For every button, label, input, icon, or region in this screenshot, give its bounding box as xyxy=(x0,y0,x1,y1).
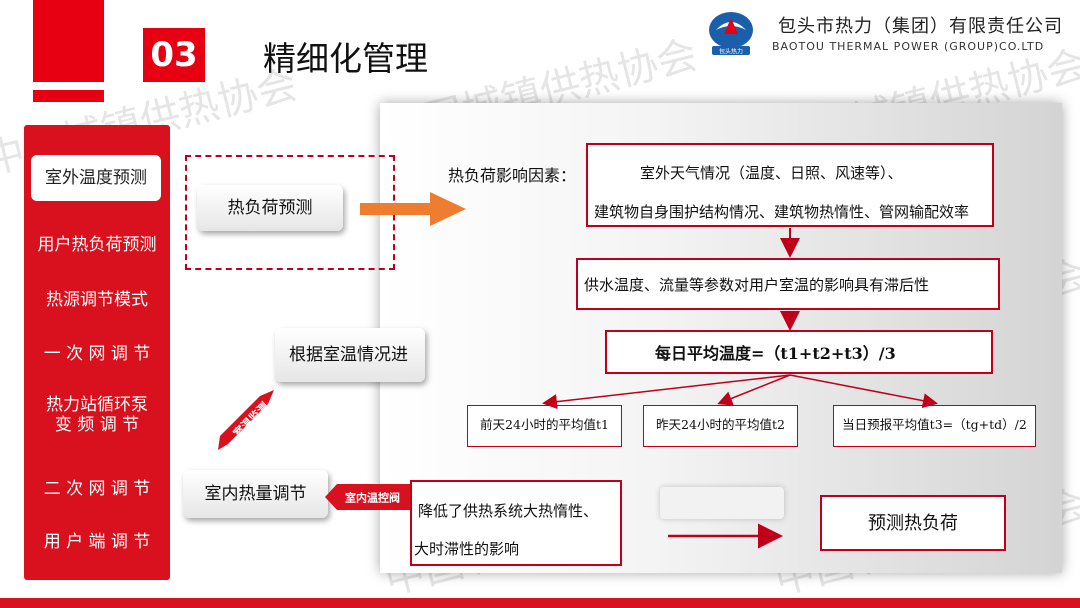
sidebar-item-primary-network[interactable]: 一 次 网 调 节 xyxy=(43,344,151,364)
svg-text:包头热力: 包头热力 xyxy=(719,48,743,56)
blurred-element xyxy=(660,487,784,519)
orange-arrow-icon xyxy=(360,192,466,226)
sidebar-item-secondary-network[interactable]: 二 次 网 调 节 xyxy=(43,479,151,499)
company-name-cn: 包头市热力（集团）有限责任公司 xyxy=(778,16,1063,37)
yesterday-box: 昨天24小时的平均值t2 xyxy=(643,405,798,447)
adjust-by-room-temp-node: 根据室温情况进 xyxy=(275,328,425,382)
factors-box: 室外天气情况（温度、日照、风速等）、 建筑物自身围护结构情况、建筑物热惰性、管网… xyxy=(586,143,994,227)
sidebar-item-station-pump[interactable]: 热力站循环泵 xyxy=(46,395,148,415)
factor-line-1: 室外天气情况（温度、日照、风速等）、 xyxy=(640,164,903,182)
sidebar-item-heat-source-mode[interactable]: 热源调节模式 xyxy=(46,290,148,310)
reduce-line-2: 大时滞性的影响 xyxy=(414,540,520,558)
footer-bar xyxy=(0,598,1080,608)
svg-text:室温监测: 室温监测 xyxy=(230,399,271,440)
section-number: 03 xyxy=(143,28,205,82)
today-forecast-box: 当日预报平均值t3=（tg+td）/2 xyxy=(833,405,1036,447)
company-logo-icon: 包头热力 xyxy=(709,12,753,56)
factor-line-2: 建筑物自身围护结构情况、建筑物热惰性、管网输配效率 xyxy=(594,203,970,221)
reduce-line-1: 降低了供热系统大热惰性、 xyxy=(418,502,599,520)
page-title: 精细化管理 xyxy=(263,39,428,78)
reduce-inertia-box: 降低了供热系统大热惰性、 大时滞性的影响 xyxy=(410,480,622,566)
top-accent-bar xyxy=(33,0,104,82)
room-monitor-tag-arrow: 室温监测 xyxy=(218,390,274,450)
svg-text:室内温控阀: 室内温控阀 xyxy=(345,491,400,505)
factors-label: 热负荷影响因素： xyxy=(448,166,577,185)
indoor-heat-adjust-node: 室内热量调节 xyxy=(183,470,328,518)
heat-load-forecast-node: 热负荷预测 xyxy=(197,185,343,231)
sidebar: 室外温度预测 用户热负荷预测 热源调节模式 一 次 网 调 节 热力站循环泵 变… xyxy=(24,125,170,580)
prev-day-box: 前天24小时的平均值t1 xyxy=(467,405,622,447)
room-control-tag-arrow: 室内温控阀 xyxy=(325,484,415,510)
predict-load-box: 预测热负荷 xyxy=(820,495,1006,551)
sidebar-item-outdoor-temp-forecast[interactable]: 室外温度预测 xyxy=(31,155,161,201)
daily-average-box: 每日平均温度=（t1+t2+t3）/3 xyxy=(605,330,993,374)
sidebar-item-user-heat-load-forecast[interactable]: 用户热负荷预测 xyxy=(37,235,157,255)
lag-box: 供水温度、流量等参数对用户室温的影响具有滞后性 xyxy=(576,258,1000,310)
company-name-en: BAOTOU THERMAL POWER (GROUP)CO.LTD xyxy=(772,40,1045,53)
sidebar-item-frequency-adjust[interactable]: 变 频 调 节 xyxy=(54,415,140,435)
sidebar-item-user-end[interactable]: 用 户 端 调 节 xyxy=(43,532,151,552)
top-accent-line xyxy=(33,90,104,102)
